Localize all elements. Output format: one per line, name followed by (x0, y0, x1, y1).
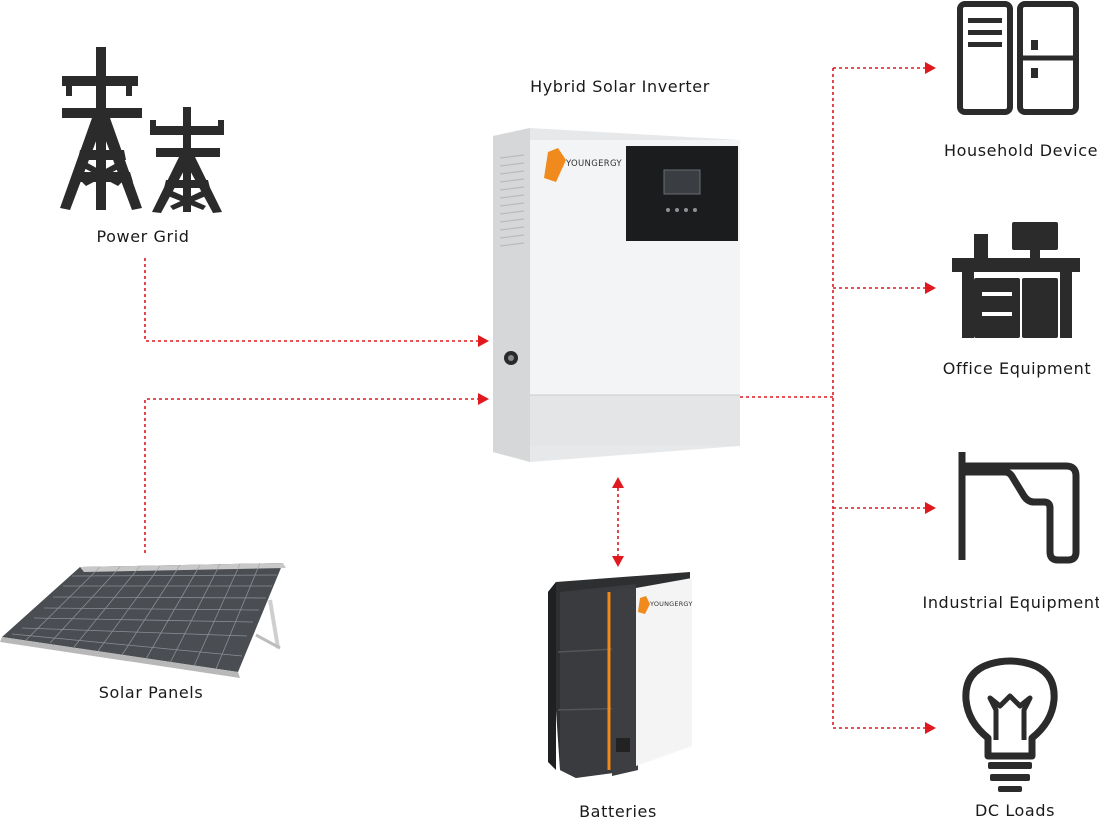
power-grid-label: Power Grid (96, 227, 189, 246)
inverter-brand-text: YOUNGERGY (565, 159, 622, 169)
solar-panels-label: Solar Panels (99, 683, 204, 702)
battery-brand-logo-mark (638, 596, 650, 614)
battery-image (548, 572, 692, 778)
industrial-arrowhead (925, 502, 936, 514)
inverter-label: Hybrid Solar Inverter (530, 77, 710, 96)
light-bulb-icon (962, 657, 1058, 792)
battery-up-arrowhead (612, 477, 624, 488)
office-arrowhead (925, 282, 936, 294)
dc-arrowhead (925, 722, 936, 734)
office-desk-icon (952, 222, 1080, 338)
flow-lines (144, 62, 936, 734)
household-arrowhead (925, 62, 936, 74)
industrial-equipment-label: Industrial Equipment (923, 593, 1099, 612)
inverter-brand-logo-mark (544, 148, 566, 182)
office-equipment-label: Office Equipment (943, 359, 1091, 378)
battery-brand-text: YOUNGERGY (649, 600, 693, 608)
household-device-label: Household Device (944, 141, 1098, 160)
battery-down-arrowhead (612, 556, 624, 567)
grid-to-inverter-line (144, 258, 478, 342)
inverter-image (493, 128, 740, 462)
pipe-icon (958, 452, 1080, 564)
solar-to-inverter-line (144, 398, 478, 553)
solar-panel-image (0, 562, 286, 678)
solar-arrowhead (478, 393, 489, 405)
dc-loads-label: DC Loads (975, 801, 1055, 818)
refrigerator-icon (957, 1, 1079, 115)
grid-arrowhead (478, 335, 489, 347)
power-tower-icon (60, 47, 224, 213)
batteries-label: Batteries (579, 802, 657, 818)
